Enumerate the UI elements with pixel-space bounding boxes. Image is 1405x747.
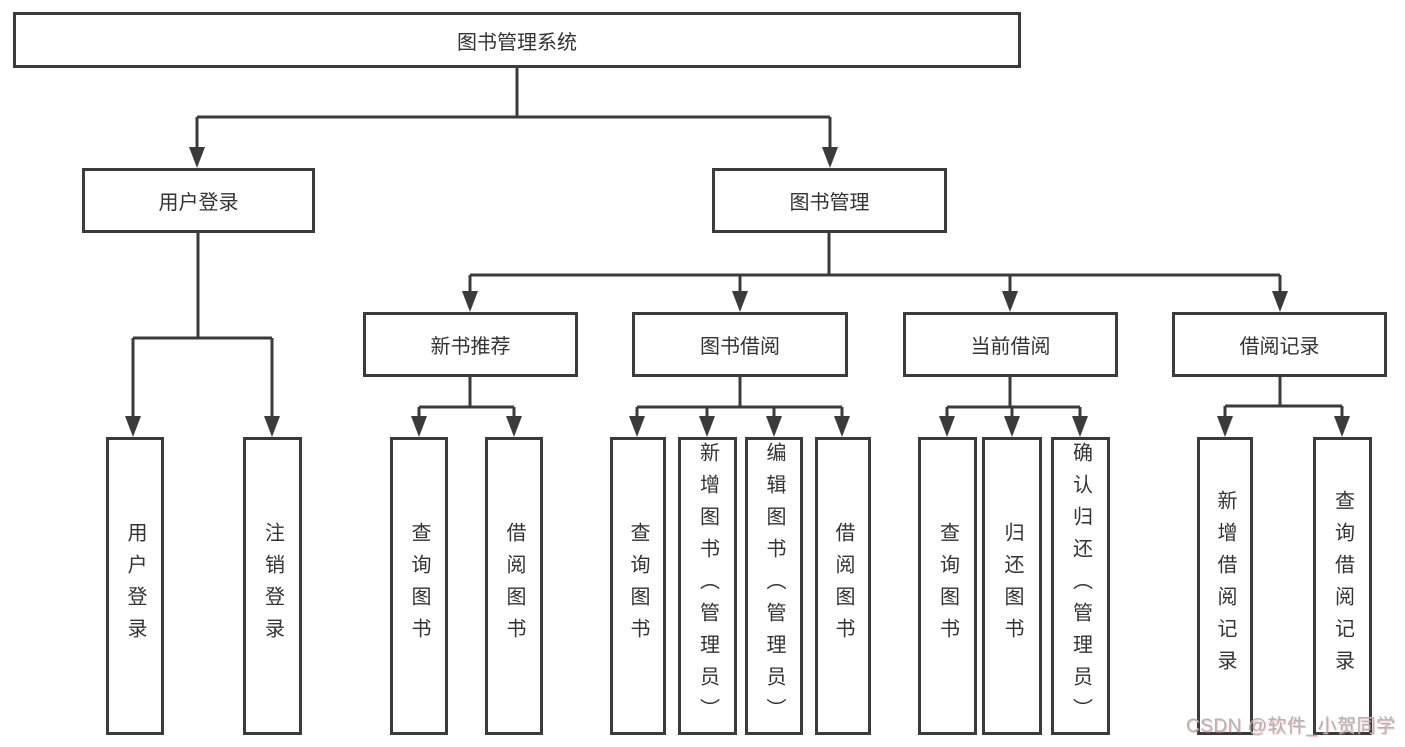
leaf-logout: 注销登录 [243,437,302,735]
leaf-label: 编辑图书（管理员） [763,442,785,730]
arrowheads [125,147,1350,437]
leaf-borrowing-add-books-admin: 新增图书（管理员） [678,437,737,735]
leaf-current-query-books: 查询图书 [918,437,977,735]
leaf-label: 查询图书 [408,522,430,650]
node-new-book-recommendation: 新书推荐 [363,312,578,377]
node-label: 图书借阅 [700,336,780,358]
leaf-label: 确认归还（管理员） [1069,442,1092,730]
node-label: 当前借阅 [970,336,1051,358]
leaf-label: 新增借阅记录 [1214,490,1236,682]
leaf-borrowing-edit-books-admin: 编辑图书（管理员） [745,437,803,735]
leaf-user-login: 用户登录 [106,437,164,735]
leaf-newrec-borrow-books: 借阅图书 [485,437,543,735]
leaf-label: 借阅图书 [832,522,854,650]
leaf-label: 归还图书 [1001,522,1023,650]
leaf-current-return-books: 归还图书 [982,437,1042,735]
leaf-records-add-borrow-record: 新增借阅记录 [1197,437,1253,735]
node-book-management: 图书管理 [712,168,947,233]
leaf-newrec-query-books: 查询图书 [390,437,448,735]
leaf-label: 查询借阅记录 [1331,490,1354,682]
leaf-borrowing-borrow-books: 借阅图书 [815,437,871,735]
node-book-borrowing: 图书借阅 [632,312,848,377]
leaf-label: 注销登录 [261,522,284,650]
csdn-watermark: CSDN @软件_小贺同学 [1186,716,1396,737]
node-label: 借阅记录 [1239,336,1320,358]
leaf-records-query-borrow-record: 查询借阅记录 [1313,437,1372,735]
leaf-label: 借阅图书 [503,522,525,650]
leaf-label: 新增图书（管理员） [696,442,719,730]
node-label: 用户登录 [158,192,239,214]
leaf-borrowing-query-books: 查询图书 [610,437,666,735]
node-borrowing-records: 借阅记录 [1172,312,1387,377]
node-current-borrowing: 当前借阅 [903,312,1118,377]
leaf-current-confirm-return-admin: 确认归还（管理员） [1051,437,1110,735]
node-user-login: 用户登录 [82,168,315,233]
node-library-management-system: 图书管理系统 [13,12,1021,68]
node-label: 图书管理系统 [457,31,577,54]
node-label: 新书推荐 [430,336,511,358]
leaf-label: 用户登录 [124,522,146,650]
node-label: 图书管理 [789,192,870,214]
leaf-label: 查询图书 [936,522,959,650]
leaf-label: 查询图书 [627,522,649,650]
